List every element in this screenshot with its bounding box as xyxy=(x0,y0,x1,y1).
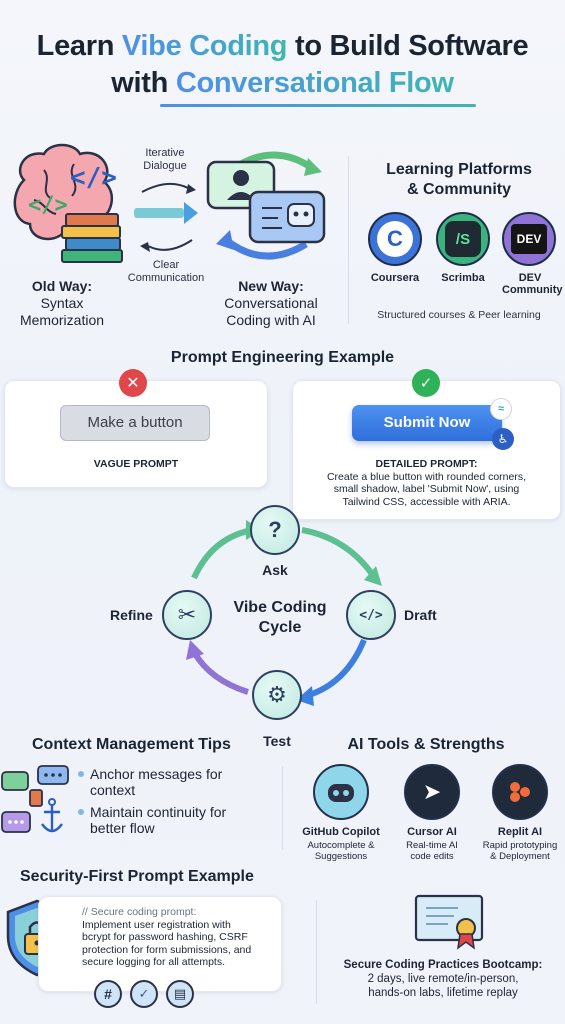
tool-replit-ai[interactable]: Replit AI Rapid prototyping & Deployment xyxy=(476,764,564,862)
tools-title: AI Tools & Strengths xyxy=(347,736,505,753)
tool-desc: Autocomplete & Suggestions xyxy=(307,840,375,862)
accessibility-icon: ♿ xyxy=(492,428,514,450)
tool-desc: Real-time AI code edits xyxy=(406,840,458,862)
old-way-block: Old Way: Syntax Memorization xyxy=(6,278,118,329)
copilot-icon xyxy=(313,764,369,820)
platform-label: Scrimba xyxy=(441,272,485,284)
tools-icon: ✂ xyxy=(177,602,197,627)
list-item: Maintain continuity for better flow xyxy=(78,804,226,836)
code-comment: // Secure coding prompt: xyxy=(82,906,197,918)
test-label: Test xyxy=(263,733,291,749)
test-node[interactable]: ⚙ xyxy=(252,670,302,720)
prompt-section-title: Prompt Engineering Example xyxy=(170,349,395,366)
ai-chat-icon xyxy=(206,151,326,260)
security-prompt-block: // Secure coding prompt: Implement user … xyxy=(82,906,280,969)
top-divider xyxy=(348,156,349,324)
old-way-subtitle: Syntax Memorization xyxy=(19,295,105,328)
title-line-1: Learn Vibe Coding to Build Software xyxy=(36,30,529,62)
new-way-title: New Way: xyxy=(238,278,304,294)
question-mic-icon: ? xyxy=(268,517,282,542)
old-way-title: Old Way: xyxy=(31,278,93,294)
platform-scrimba[interactable]: /S Scrimba xyxy=(436,212,490,284)
security-title: Security-First Prompt Example xyxy=(20,868,254,885)
refine-node[interactable]: ✂ xyxy=(162,590,212,640)
vague-prompt-label: VAGUE PROMPT xyxy=(93,458,179,470)
vague-example-button[interactable]: Make a button xyxy=(60,405,210,441)
tool-name: Replit AI xyxy=(497,826,543,838)
draft-label: Draft xyxy=(404,607,437,623)
cycle-center-label: Vibe Coding Cycle xyxy=(233,599,327,636)
tailwind-icon: ≈ xyxy=(490,398,512,420)
submit-now-button[interactable]: Submit Now xyxy=(352,405,502,441)
context-tips-list: Anchor messages for context Maintain con… xyxy=(78,766,226,836)
detailed-prompt-card xyxy=(292,380,561,520)
bootcamp-text: 2 days, live remote/in-person, hands-on … xyxy=(367,973,519,999)
success-check-icon: ✓ xyxy=(412,369,440,397)
detailed-prompt-block: DETAILED PROMPT: Create a blue button wi… xyxy=(292,458,561,508)
svg-text:</>: </> xyxy=(70,163,117,193)
bullet-dot-icon xyxy=(78,771,84,777)
platform-coursera[interactable]: C Coursera xyxy=(368,212,422,284)
tool-cursor-ai[interactable]: ➤ Cursor AI Real-time AI code edits xyxy=(388,764,476,862)
code-pencil-icon: </> xyxy=(359,607,383,623)
magnifier-gear-icon: ⚙ xyxy=(267,682,287,707)
refine-label: Refine xyxy=(110,607,153,623)
certificate-icon xyxy=(414,894,484,950)
bottom-divider xyxy=(316,900,317,1004)
cycle-arrows xyxy=(186,520,382,706)
dev-community-icon: DEV xyxy=(502,212,556,266)
platform-label: DEV Community xyxy=(502,272,563,296)
shield-check-icon: ✓ xyxy=(130,980,158,1008)
security-prompt-text: Implement user registration with bcrypt … xyxy=(82,918,252,969)
platforms-title: Learning Platforms & Community xyxy=(386,161,532,198)
brain-books-icon: </> </> xyxy=(13,143,123,263)
clear-communication-label: Clear Communication xyxy=(127,259,205,284)
draft-node[interactable]: </> xyxy=(346,590,396,640)
title-line-2: with Conversational Flow xyxy=(111,67,454,99)
detailed-prompt-text: Create a blue button with rounded corner… xyxy=(326,470,527,508)
tool-desc: Rapid prototyping & Deployment xyxy=(482,840,558,862)
tool-name: Cursor AI xyxy=(407,826,457,838)
cursor-icon: ➤ xyxy=(404,764,460,820)
replit-icon xyxy=(492,764,548,820)
ask-node[interactable]: ? xyxy=(250,505,300,555)
platform-dev[interactable]: DEV DEV Community xyxy=(502,212,563,296)
exchange-arrows-icon xyxy=(134,182,198,252)
ask-label: Ask xyxy=(262,562,288,578)
page-title: Learn Vibe Coding to Build Software with… xyxy=(0,28,565,102)
tool-github-copilot[interactable]: GitHub Copilot Autocomplete & Suggestion… xyxy=(296,764,386,862)
bullet-dot-icon xyxy=(78,809,84,815)
platforms-footer: Structured courses & Peer learning xyxy=(377,309,541,321)
new-way-block: New Way: Conversational Coding with AI xyxy=(212,278,330,329)
bootcamp-title: Secure Coding Practices Bootcamp: xyxy=(343,959,543,971)
bootcamp-block: Secure Coding Practices Bootcamp: 2 days… xyxy=(322,958,564,1000)
context-title: Context Management Tips xyxy=(32,736,231,753)
svg-text:</>: </> xyxy=(28,193,68,218)
list-item: Anchor messages for context xyxy=(78,766,226,798)
iterative-dialogue-label: Iterative Dialogue xyxy=(143,147,187,172)
log-book-icon: ▤ xyxy=(166,980,194,1008)
new-way-subtitle: Conversational Coding with AI xyxy=(224,295,318,328)
platform-label: Coursera xyxy=(370,272,420,284)
title-underline xyxy=(160,104,476,107)
chat-anchor-icon xyxy=(1,765,69,833)
coursera-icon: C xyxy=(368,212,422,266)
mid-divider xyxy=(282,766,283,850)
detailed-prompt-label: DETAILED PROMPT: xyxy=(375,458,478,470)
security-prompt-card xyxy=(38,896,282,992)
error-x-icon: ✕ xyxy=(119,369,147,397)
tool-name: GitHub Copilot xyxy=(302,826,380,838)
hash-icon: # xyxy=(94,980,122,1008)
scrimba-icon: /S xyxy=(436,212,490,266)
